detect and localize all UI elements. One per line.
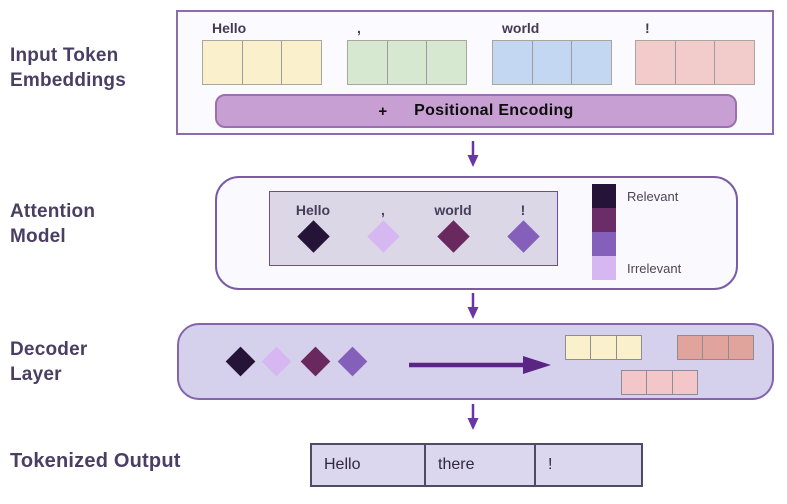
embedding-cell (727, 336, 753, 359)
token-group-exclaim: ! (635, 20, 755, 85)
relevance-diamond (506, 220, 540, 253)
token-embedding-cells (347, 40, 467, 85)
token-label: world (434, 202, 472, 218)
heading-line: Embeddings (10, 69, 127, 91)
tokenized-output-heading: Tokenized Output (10, 450, 181, 472)
embedding-cell (426, 41, 466, 84)
embedding-cell (714, 41, 754, 84)
token-label: ! (520, 202, 526, 218)
down-arrow-icon (467, 141, 479, 167)
heading-line: Input Token (10, 45, 119, 66)
embedding-cell (615, 336, 641, 359)
arrow-head (467, 307, 479, 319)
attention-token-world: world (421, 202, 485, 253)
token-embedding-cells (635, 40, 755, 85)
decoder-layer-box (177, 323, 774, 400)
embedding-cell (386, 41, 427, 84)
attention-model-heading: Attention Model (10, 200, 95, 249)
embedding-cell (566, 336, 590, 359)
arrow-head (523, 356, 551, 374)
legend-swatch (592, 208, 616, 232)
relevance-diamond (300, 346, 331, 377)
token-group-comma: , (347, 20, 467, 85)
embedding-cell (702, 336, 727, 359)
embedding-cell (203, 41, 242, 84)
embedding-cell (671, 371, 697, 394)
heading-line: Attention (10, 201, 96, 222)
positional-encoding-bar: + Positional Encoding (215, 94, 737, 128)
heading-line: Decoder (10, 339, 88, 360)
decoder-layer-heading: Decoder Layer (10, 338, 87, 387)
input-embeddings-heading: Input Token Embeddings (10, 44, 126, 93)
output-cell: there (424, 445, 534, 485)
legend-swatch (592, 256, 616, 280)
relevance-diamond (337, 346, 368, 377)
token-label: ! (645, 20, 650, 36)
embedding-cell (674, 41, 715, 84)
relevance-diamond (225, 346, 256, 377)
output-cell: Hello (324, 456, 361, 473)
embedding-cell (241, 41, 282, 84)
token-embedding-cells (492, 40, 612, 85)
right-arrow-icon (409, 356, 551, 374)
embedding-cell (636, 41, 675, 84)
decoded-token-box-salmon (677, 335, 754, 360)
token-label: Hello (212, 20, 247, 36)
legend-swatch (592, 232, 616, 256)
legend-label-irrelevant: Irrelevant (627, 261, 682, 276)
heading-line: Layer (10, 363, 62, 385)
embedding-cell (531, 41, 572, 84)
token-label: , (357, 20, 361, 36)
tokenized-output-table: Hello there ! (310, 443, 643, 487)
decoded-token-box-pink (621, 370, 698, 395)
embedding-cell (571, 41, 611, 84)
relevance-diamond (261, 346, 292, 377)
relevance-diamond (366, 220, 400, 253)
output-cell: ! (534, 445, 641, 485)
relevance-diamond (296, 220, 330, 253)
legend-swatch (592, 184, 616, 208)
token-group-world: world (492, 20, 612, 85)
embedding-cell (348, 41, 387, 84)
embedding-cell (493, 41, 532, 84)
input-embeddings-box: Hello , world ! + Positional Encoding (176, 10, 774, 135)
arrow-head (467, 418, 479, 430)
embedding-cell (281, 41, 321, 84)
relevance-diamond (436, 220, 470, 253)
positional-encoding-label: Positional Encoding (414, 102, 574, 119)
attention-model-box: Hello , world ! Relevant Irrelevant (215, 176, 738, 290)
embedding-cell (678, 336, 702, 359)
down-arrow-icon (467, 404, 479, 430)
plus-sign: + (378, 102, 388, 120)
attention-tokens-box: Hello , world ! (269, 191, 558, 266)
arrow-head (467, 155, 479, 167)
attention-token-comma: , (351, 202, 415, 253)
token-group-hello: Hello (202, 20, 322, 85)
legend-label-relevant: Relevant (627, 189, 679, 204)
embedding-cell (646, 371, 671, 394)
down-arrow-icon (467, 293, 479, 319)
token-label: , (381, 202, 385, 218)
heading-line: Model (10, 225, 66, 247)
embedding-cell (622, 371, 646, 394)
attention-token-hello: Hello (281, 202, 345, 253)
token-label: Hello (295, 202, 331, 218)
embedding-cell (590, 336, 615, 359)
token-label: world (502, 20, 540, 36)
decoded-token-box-yellow (565, 335, 642, 360)
token-embedding-cells (202, 40, 322, 85)
attention-token-exclaim: ! (491, 202, 555, 253)
